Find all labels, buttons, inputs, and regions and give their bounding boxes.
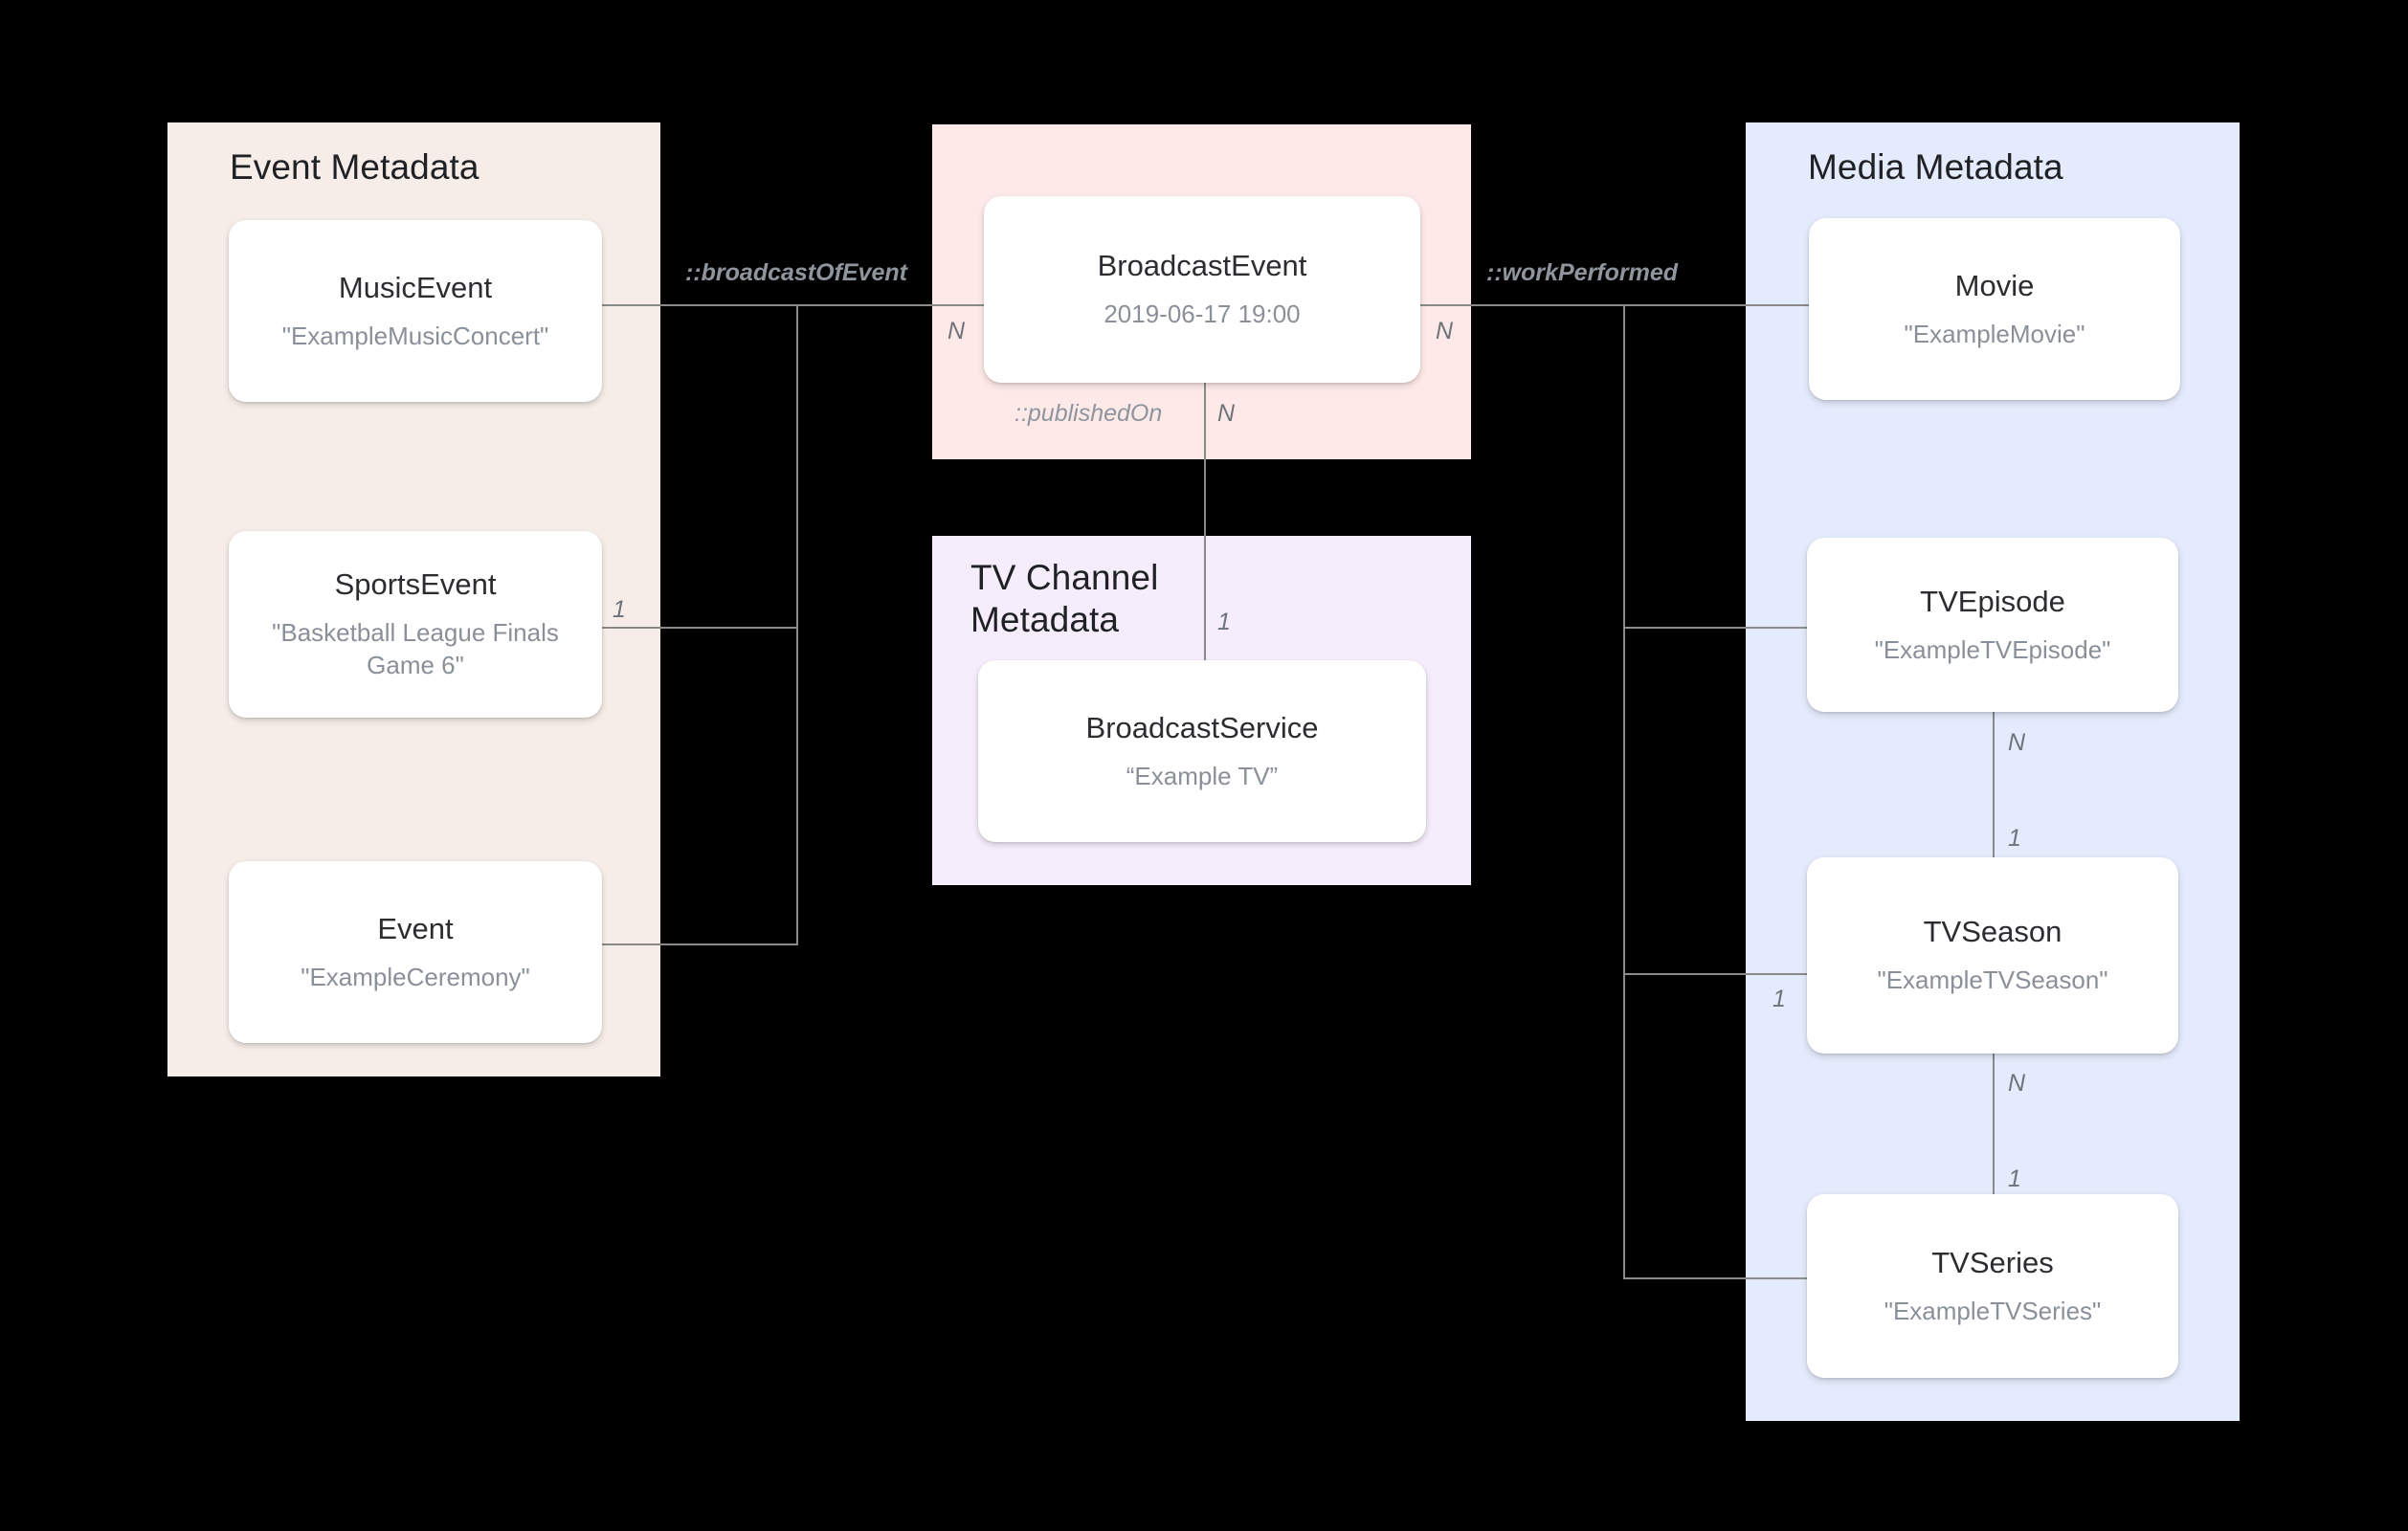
card-tv-series-value: "ExampleTVSeries": [1884, 1296, 2102, 1325]
card-broadcast-service-value: “Example TV”: [1126, 761, 1279, 790]
card-tv-season-type: TVSeason: [1923, 915, 2062, 948]
connector-sports-event-horizontal: [600, 627, 798, 629]
connector-published-on-vertical: [1204, 383, 1206, 660]
card-event[interactable]: Event "ExampleCeremony": [229, 861, 602, 1043]
cardinality-tv-series-one: 1: [2008, 1165, 2021, 1192]
card-broadcast-event-value: 2019-06-17 19:00: [1104, 300, 1301, 329]
cardinality-tv-season-one-left: 1: [1773, 986, 1786, 1012]
card-event-type: Event: [377, 911, 454, 945]
card-broadcast-event-type: BroadcastEvent: [1097, 249, 1307, 282]
connector-tv-series-horizontal: [1623, 1277, 1815, 1279]
connector-broadcast-event-to-bus: [1420, 304, 1625, 306]
card-tv-season[interactable]: TVSeason "ExampleTVSeason": [1807, 857, 2178, 1054]
cardinality-broadcast-event-left-n: N: [948, 318, 966, 344]
card-music-event-type: MusicEvent: [338, 270, 493, 304]
edge-label-work-performed: ::workPerformed: [1486, 259, 1679, 286]
card-music-event-value: "ExampleMusicConcert": [281, 321, 549, 350]
card-music-event[interactable]: MusicEvent "ExampleMusicConcert": [229, 220, 602, 402]
cardinality-sports-event-one: 1: [613, 596, 626, 623]
card-sports-event-value: "Basketball League Finals Game 6": [272, 618, 559, 680]
connector-bus-to-broadcast-event: [796, 304, 988, 306]
card-tv-season-value: "ExampleTVSeason": [1877, 965, 2108, 995]
cardinality-tv-season-n: N: [2008, 1070, 2026, 1097]
group-media-metadata-title: Media Metadata: [1808, 147, 2063, 187]
connector-tv-season-horizontal: [1623, 973, 1815, 975]
card-broadcast-event[interactable]: BroadcastEvent 2019-06-17 19:00: [984, 196, 1420, 383]
card-broadcast-service-type: BroadcastService: [1085, 710, 1319, 744]
card-event-value: "ExampleCeremony": [301, 962, 530, 991]
card-movie-type: Movie: [1954, 268, 2035, 302]
connector-tv-episode-to-season: [1993, 710, 1995, 916]
group-tv-channel-metadata-title: TV Channel Metadata: [970, 558, 1159, 639]
group-event-metadata-title: Event Metadata: [230, 147, 479, 187]
card-tv-episode-value: "ExampleTVEpisode": [1874, 634, 2111, 664]
cardinality-broadcast-service-one: 1: [1217, 609, 1231, 635]
connector-event-horizontal: [600, 943, 798, 945]
connector-movie-horizontal: [1623, 304, 1815, 306]
connector-event-bus-vertical: [796, 304, 798, 943]
card-movie-value: "ExampleMovie": [1904, 319, 2085, 348]
card-tv-episode-type: TVEpisode: [1920, 584, 2065, 618]
card-tv-episode[interactable]: TVEpisode "ExampleTVEpisode": [1807, 538, 2178, 712]
cardinality-broadcast-event-right-n: N: [1436, 318, 1454, 344]
card-broadcast-service[interactable]: BroadcastService “Example TV”: [978, 660, 1426, 842]
card-movie[interactable]: Movie "ExampleMovie": [1809, 218, 2180, 400]
card-sports-event[interactable]: SportsEvent "Basketball League Finals Ga…: [229, 531, 602, 718]
edge-label-published-on: ::publishedOn: [1014, 400, 1163, 427]
card-tv-series-type: TVSeries: [1931, 1245, 2054, 1279]
connector-media-bus-vertical: [1623, 304, 1625, 1277]
card-sports-event-type: SportsEvent: [334, 567, 497, 602]
connector-tv-season-to-series: [1993, 1053, 1995, 1258]
cardinality-tv-season-one-top: 1: [2008, 825, 2021, 852]
edge-label-broadcast-of-event: ::broadcastOfEvent: [685, 259, 907, 286]
connector-music-event-horizontal: [600, 304, 798, 306]
card-tv-series[interactable]: TVSeries "ExampleTVSeries": [1807, 1194, 2178, 1378]
connector-tv-episode-horizontal: [1623, 627, 1815, 629]
cardinality-broadcast-event-down-n: N: [1217, 400, 1236, 427]
cardinality-tv-episode-n: N: [2008, 729, 2026, 756]
